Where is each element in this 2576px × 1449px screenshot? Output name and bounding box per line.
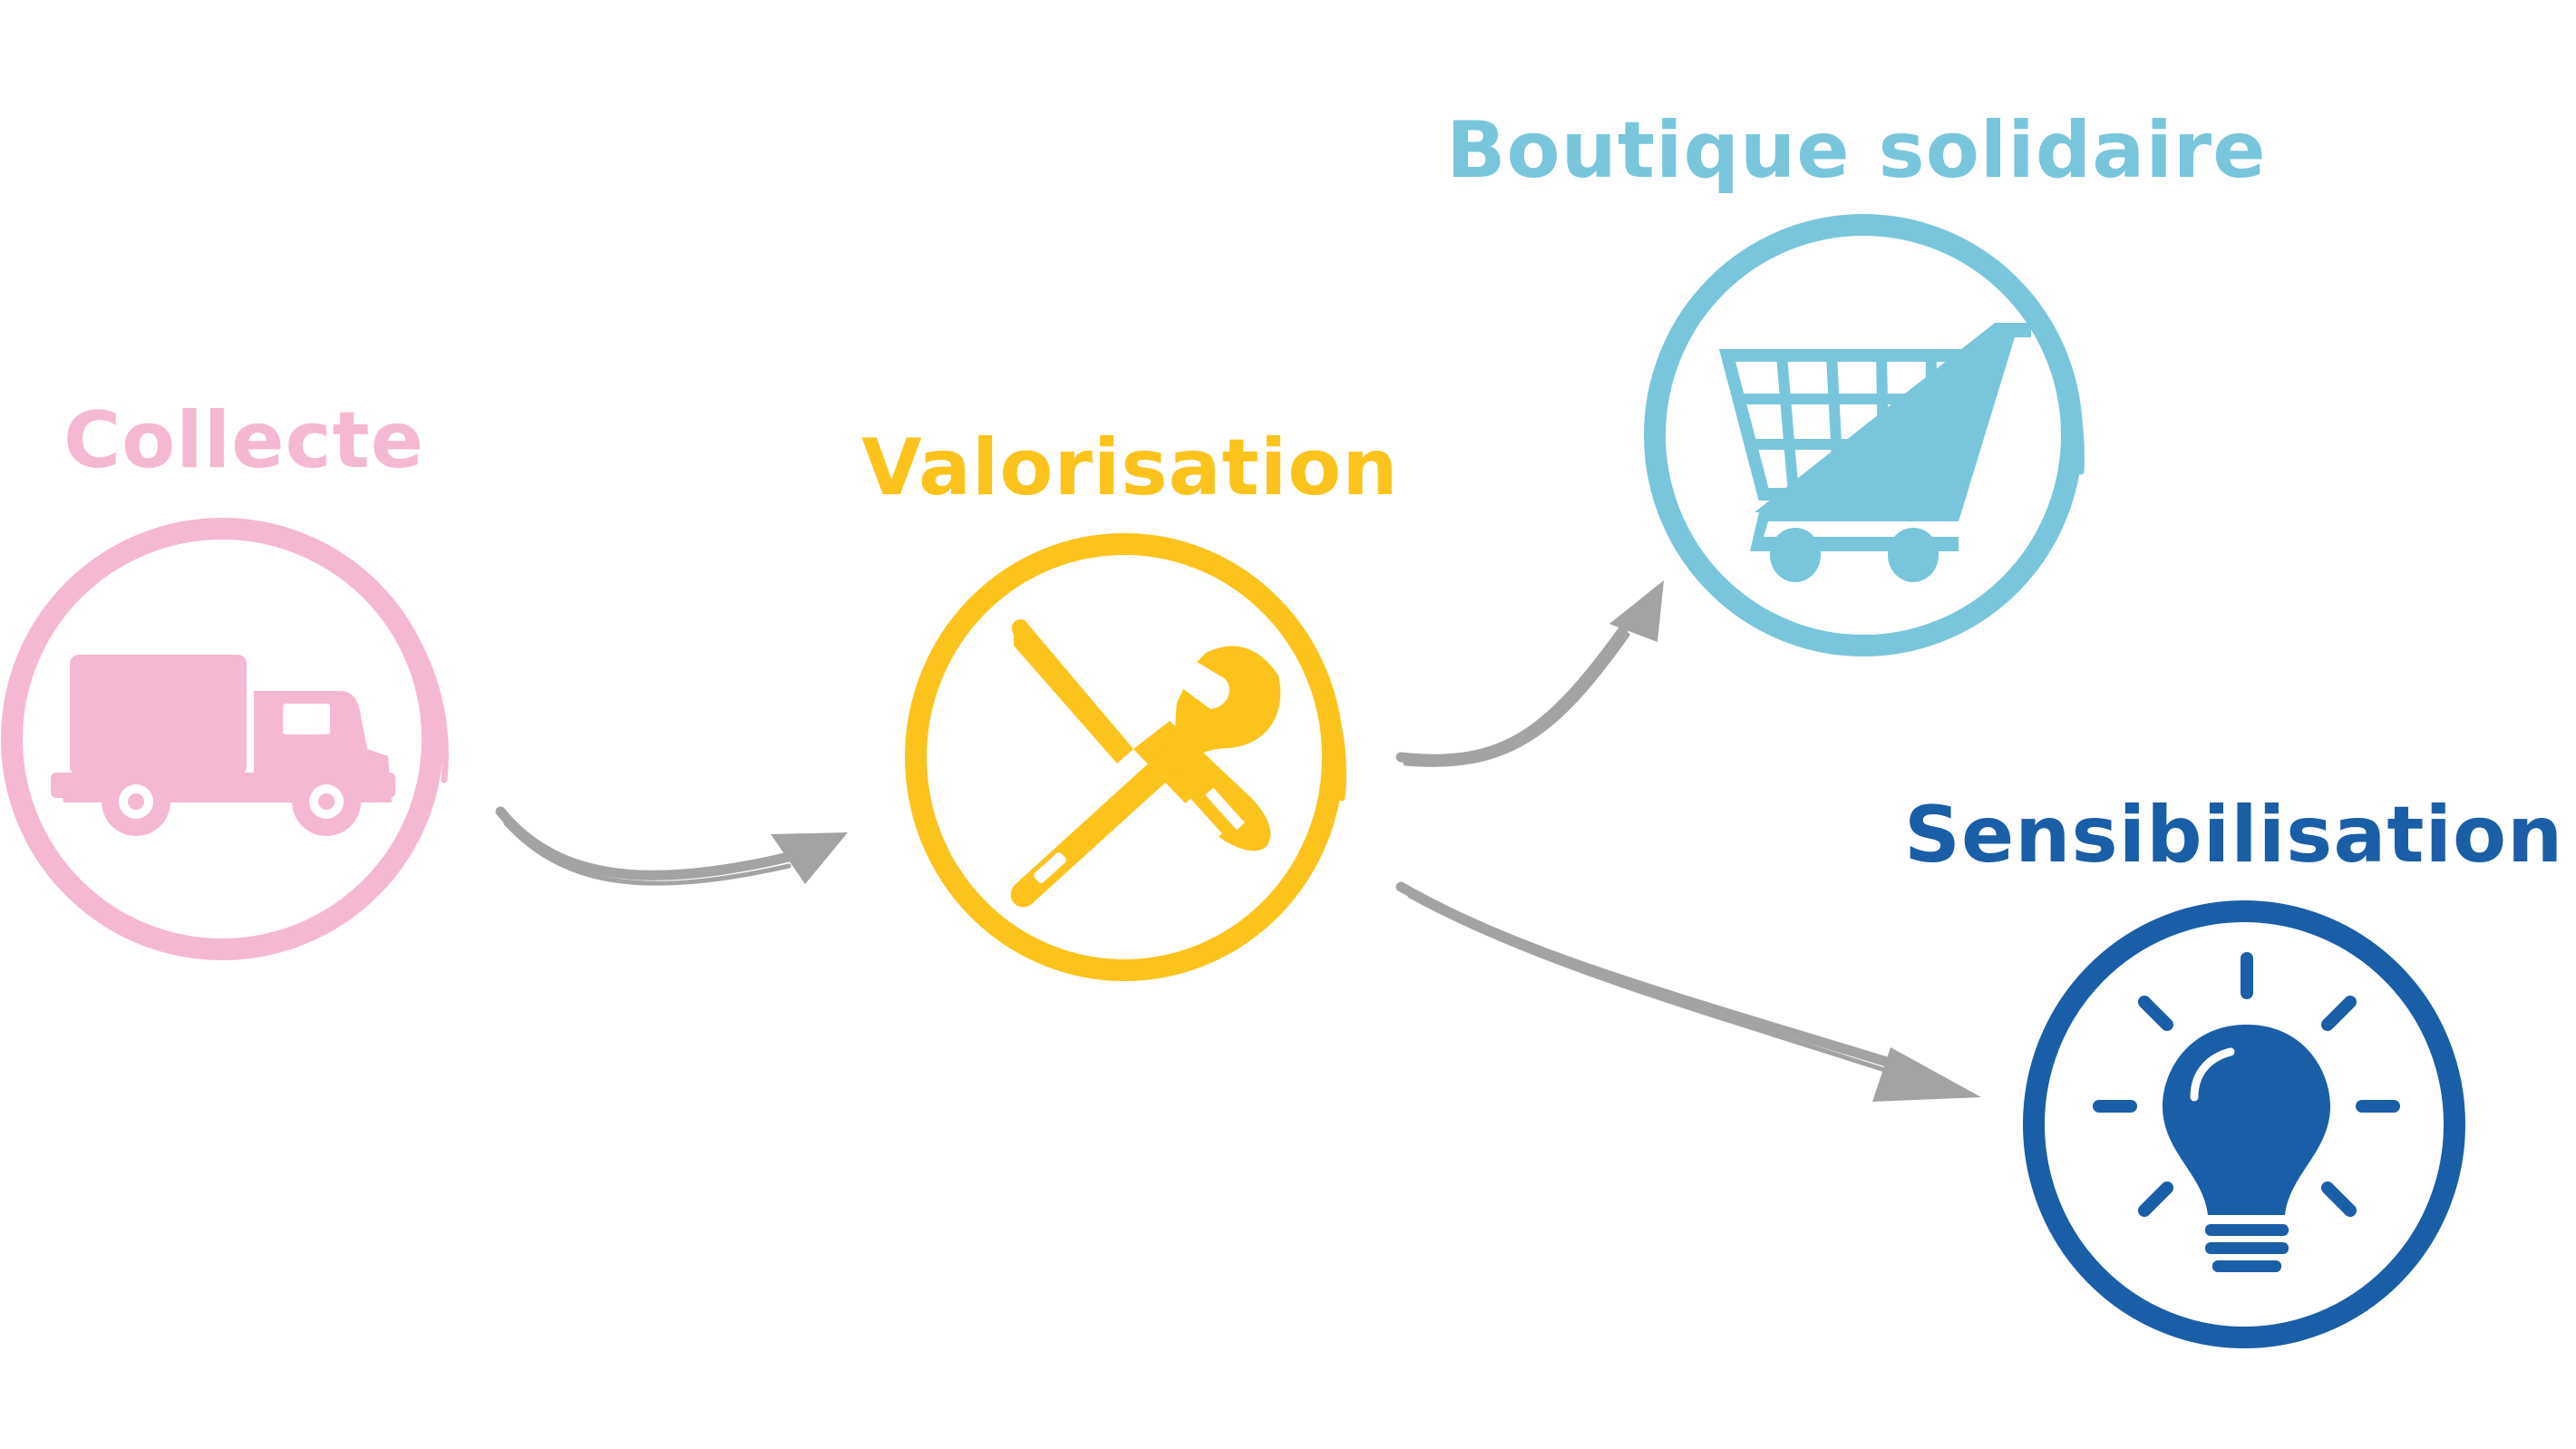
arrow-valorisation-to-boutique <box>1395 580 1664 767</box>
arrow-valorisation-to-sensibilisation <box>1395 881 1981 1102</box>
boutique-label: Boutique solidaire <box>1446 105 2267 196</box>
sensibilisation-label: Sensibilisation <box>1904 790 2563 880</box>
boutique-ring <box>1644 214 2083 656</box>
arrow-collecte-to-valorisation <box>495 806 848 886</box>
truck-icon <box>51 655 395 836</box>
collecte-ring <box>1 518 443 960</box>
node-sensibilisation: Sensibilisation <box>1904 790 2563 1348</box>
node-collecte: Collecte <box>1 395 449 960</box>
shopping-cart-icon <box>1718 323 2031 582</box>
valorisation-ring <box>905 533 1344 981</box>
lightbulb-icon <box>2093 952 2400 1272</box>
tools-icon <box>1010 619 1281 908</box>
node-boutique-solidaire: Boutique solidaire <box>1446 105 2267 656</box>
collecte-label: Collecte <box>63 395 424 486</box>
sensibilisation-ring <box>2023 900 2465 1348</box>
node-valorisation: Valorisation <box>861 423 1398 981</box>
valorisation-label: Valorisation <box>861 423 1398 513</box>
